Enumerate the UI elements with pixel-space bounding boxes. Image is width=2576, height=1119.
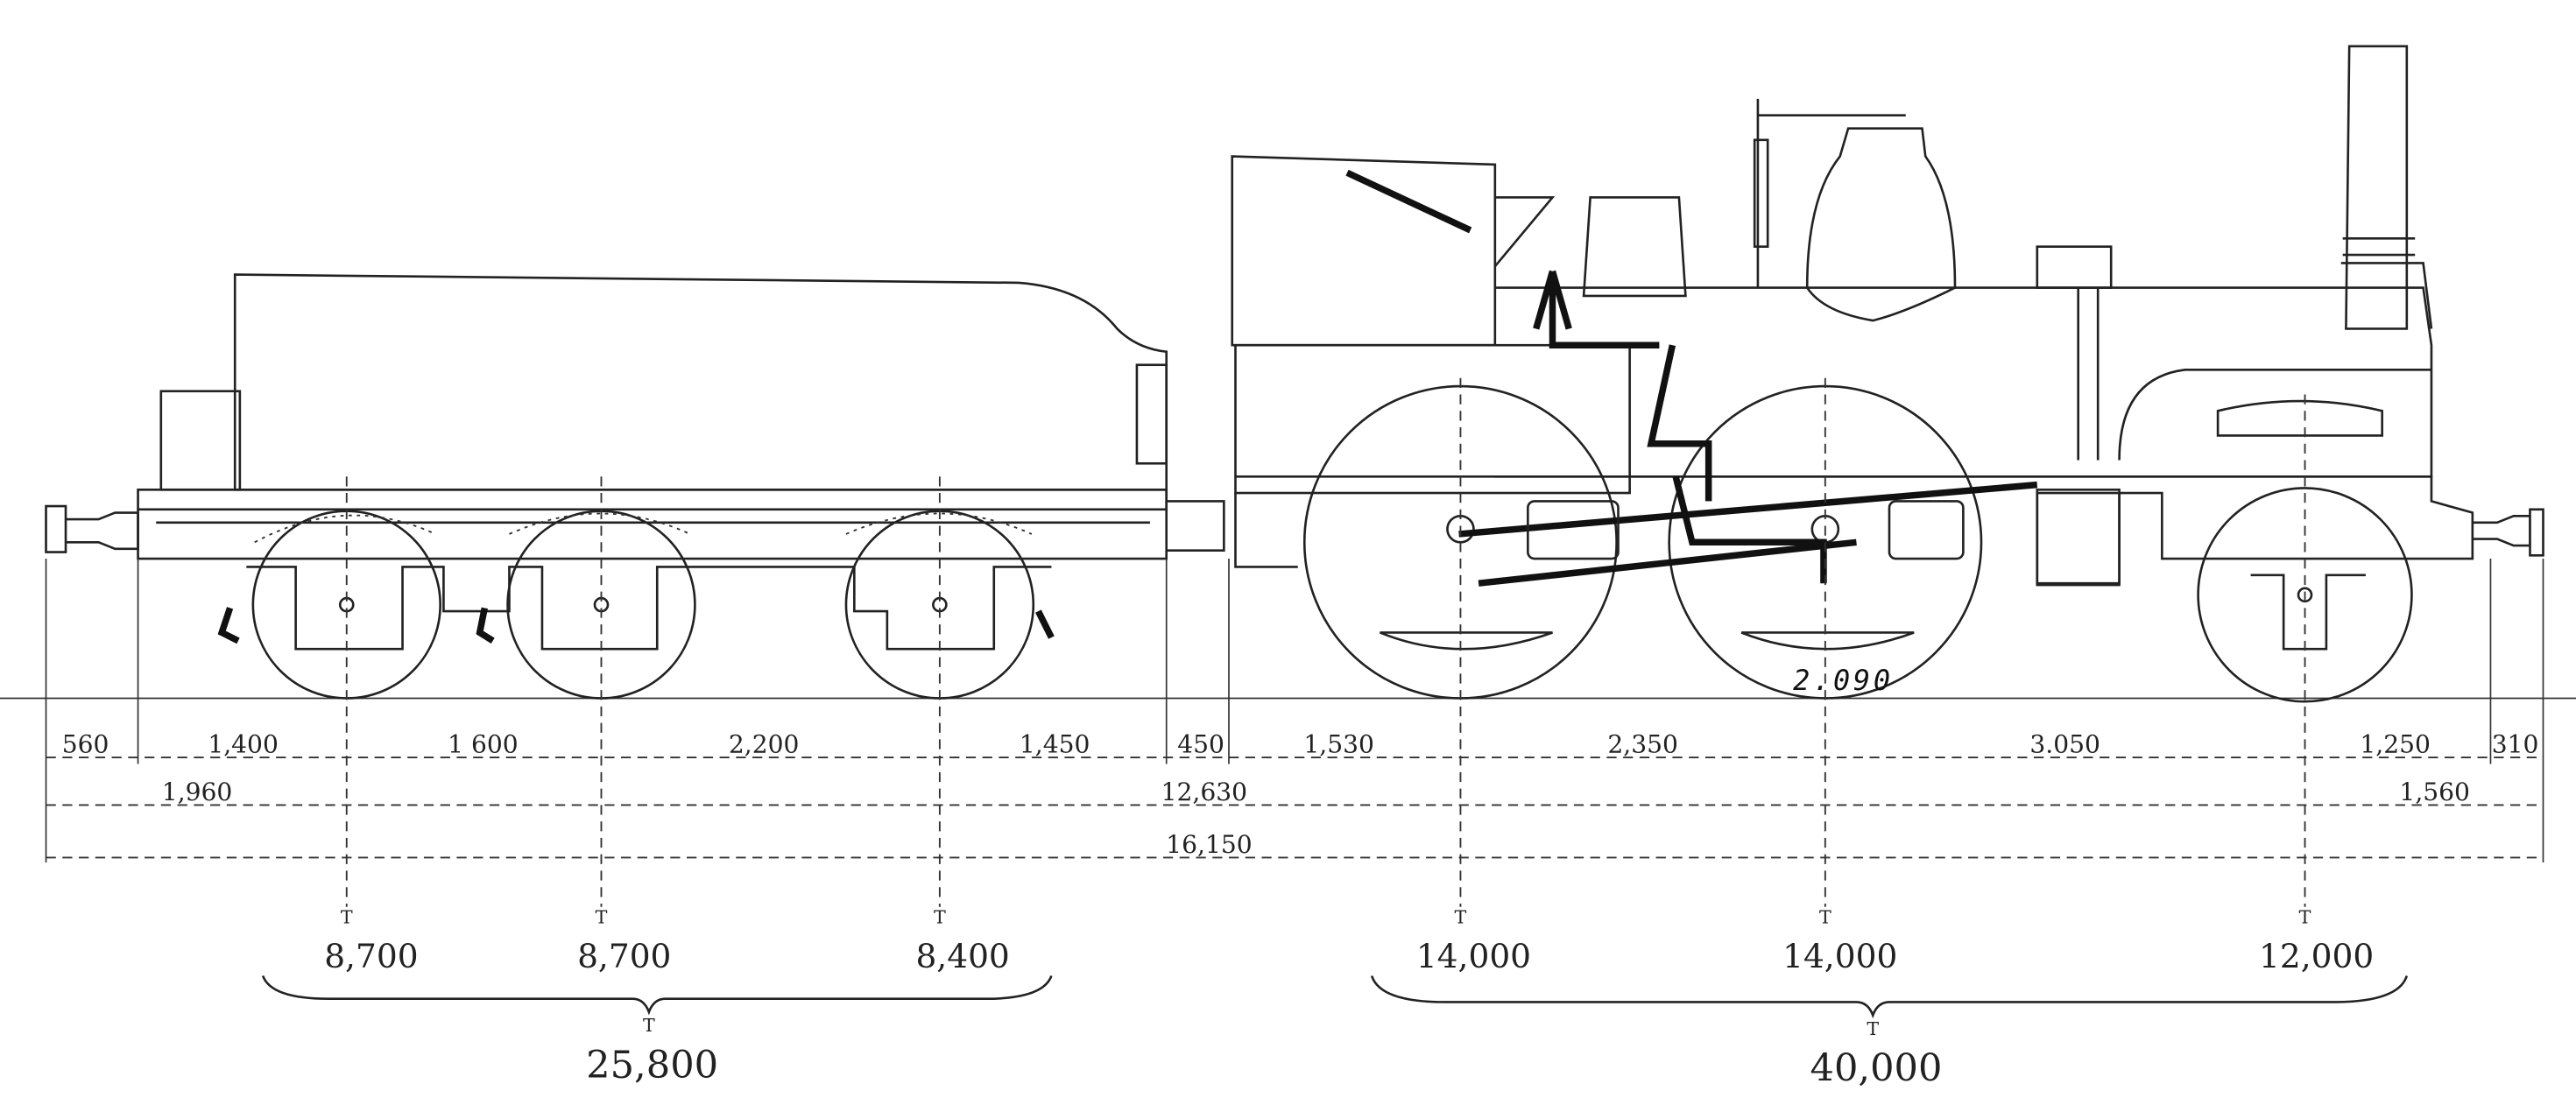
dim-label: 12,630 bbox=[1161, 778, 1247, 806]
drawing-stroke bbox=[1493, 196, 1556, 268]
total-braces: T T 25,800 40,000 bbox=[261, 975, 2409, 1091]
drawing-stroke bbox=[1370, 975, 2409, 1019]
tender-wheels bbox=[251, 510, 1035, 700]
drawing-stroke bbox=[261, 975, 1053, 1016]
unit-label: T bbox=[643, 1015, 655, 1036]
drawing-stroke bbox=[2340, 262, 2433, 329]
drawing-stroke bbox=[1345, 169, 1472, 234]
tender-total-load: 25,800 bbox=[586, 1044, 718, 1087]
unit-label: T bbox=[1819, 906, 1831, 927]
drawing-stroke bbox=[1135, 363, 1168, 465]
drawing-stroke bbox=[45, 504, 67, 553]
axle-load: 8,700 bbox=[324, 937, 418, 975]
drawing-stroke bbox=[2077, 287, 2100, 461]
drawing-stroke bbox=[1753, 98, 1906, 288]
axle-load: 8,400 bbox=[915, 937, 1009, 975]
drawing-stroke bbox=[217, 607, 1055, 644]
drawing-stroke bbox=[1888, 500, 1965, 560]
axle-load: 12,000 bbox=[2259, 937, 2374, 975]
chimney bbox=[2342, 45, 2416, 330]
safety-valve bbox=[2036, 245, 2113, 289]
wheel-diameter-note: 2.090 bbox=[1793, 664, 1894, 697]
dimensions-row-3: 16,150 bbox=[1166, 830, 1252, 859]
locomotive-total-load: 40,000 bbox=[1810, 1047, 1943, 1091]
drawing-stroke bbox=[1234, 475, 2474, 585]
axle-load: 8,700 bbox=[577, 937, 671, 975]
dim-label: 16,150 bbox=[1166, 830, 1252, 859]
tender-buffer bbox=[45, 504, 139, 553]
drawing-stroke bbox=[2118, 369, 2431, 461]
unit-label: T bbox=[934, 906, 946, 927]
dim-label: 1 600 bbox=[448, 729, 519, 758]
leading-wheel bbox=[2197, 487, 2413, 703]
drawing-stroke bbox=[246, 566, 1052, 651]
drawing-stroke bbox=[506, 510, 696, 700]
dim-label: 2,350 bbox=[1607, 729, 1678, 758]
sand-box bbox=[1582, 196, 1687, 298]
drawing-stroke bbox=[1458, 270, 2038, 587]
dim-label: 1,400 bbox=[208, 729, 279, 758]
dim-label: 3.050 bbox=[2029, 729, 2100, 758]
driving-springs bbox=[1380, 631, 1915, 651]
front-buffer bbox=[2472, 508, 2544, 557]
axle-load: 14,000 bbox=[1416, 937, 1531, 975]
unit-label: T bbox=[2299, 906, 2311, 927]
drawing-stroke bbox=[2529, 508, 2544, 557]
tender bbox=[45, 273, 1168, 700]
drawing-stroke bbox=[254, 512, 1033, 544]
axle-center-lines bbox=[45, 377, 2544, 907]
dim-label: 1,960 bbox=[162, 778, 233, 806]
drawing-stroke bbox=[2472, 514, 2531, 547]
drawing-stroke bbox=[844, 510, 1035, 700]
dim-label: 1,560 bbox=[2399, 778, 2470, 806]
tender-tool-box bbox=[159, 390, 242, 491]
unit-label: T bbox=[341, 906, 353, 927]
dim-label: 1,250 bbox=[2360, 729, 2431, 758]
drawing-stroke bbox=[2250, 574, 2366, 651]
drawing-stroke bbox=[1166, 500, 1225, 552]
drawing-stroke bbox=[1527, 500, 1620, 560]
dim-label: 310 bbox=[2492, 729, 2539, 758]
locomotive bbox=[1135, 45, 2544, 703]
drawing-stroke bbox=[137, 489, 1168, 560]
dim-label: 2,200 bbox=[729, 729, 800, 758]
drawing-stroke bbox=[251, 510, 441, 700]
driving-wheels bbox=[1302, 384, 1983, 700]
tender-tank bbox=[233, 273, 1168, 491]
dim-label: 450 bbox=[1177, 729, 1224, 758]
tender-loco-coupling bbox=[1166, 500, 1225, 552]
drawing-stroke bbox=[2036, 488, 2121, 587]
dimensions-row-2: 1,960 12,630 1,560 bbox=[162, 778, 2470, 806]
dimension-lines bbox=[46, 757, 2544, 859]
dimensions-row-1: 560 1,400 1 600 2,200 1,450 450 1,530 2,… bbox=[62, 729, 2539, 758]
drawing-stroke bbox=[66, 511, 139, 551]
unit-label: T bbox=[1455, 906, 1467, 927]
cab bbox=[1231, 155, 1497, 347]
steam-dome bbox=[1805, 127, 1957, 322]
axle-loads: T T T T T T 8,700 8,700 8,400 14,000 14,… bbox=[324, 906, 2374, 975]
dim-label: 560 bbox=[62, 729, 109, 758]
boiler bbox=[1494, 286, 2433, 478]
unit-label: T bbox=[1867, 1018, 1879, 1039]
dim-label: 1,450 bbox=[1020, 729, 1090, 758]
unit-label: T bbox=[596, 906, 608, 927]
drawing-stroke bbox=[137, 488, 1168, 511]
axle-load: 14,000 bbox=[1782, 937, 1897, 975]
front-spring bbox=[2216, 399, 2383, 437]
dim-label: 1,530 bbox=[1303, 729, 1374, 758]
drawing-stroke bbox=[1234, 343, 1631, 495]
